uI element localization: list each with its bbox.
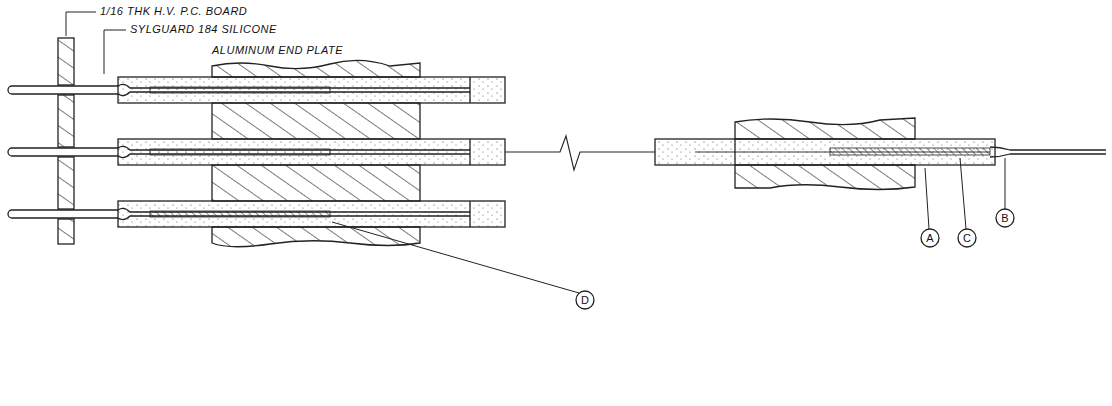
part-label: 1/16 THK H.V. P.C. BOARD (100, 5, 247, 18)
callout-letter: B (996, 209, 1014, 227)
part-label: ALUMINUM END PLATE (212, 44, 343, 57)
callout-letter: C (958, 229, 976, 247)
callout-letter: D (576, 291, 594, 309)
callout-letter: A (921, 229, 939, 247)
part-label: SYLGUARD 184 SILICONE (130, 23, 277, 36)
